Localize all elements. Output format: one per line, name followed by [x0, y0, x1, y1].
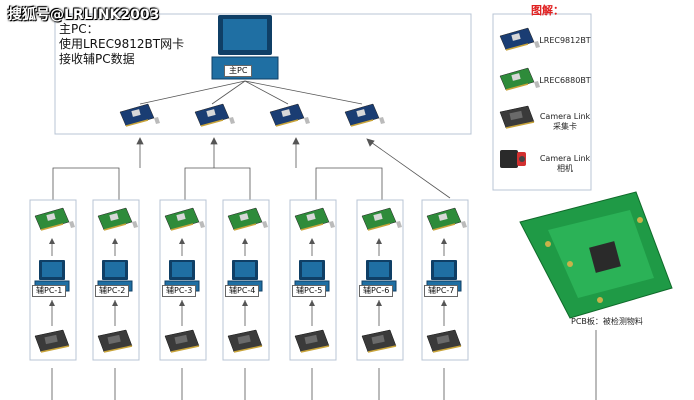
aux-network-card-6	[361, 207, 402, 231]
bracket-lines	[52, 167, 383, 200]
legend-title: 图解：	[531, 4, 564, 17]
legend-label-line: 相机	[557, 164, 573, 173]
aux-capture-card-7	[426, 329, 462, 353]
main-pc-box	[54, 13, 472, 135]
aux-up-arrow	[242, 300, 248, 306]
up-arrows	[136, 137, 451, 199]
legend-label-line: LREC9812BT	[539, 36, 591, 45]
main-network-card-4	[344, 103, 385, 127]
legend-capture-card-icon	[499, 105, 535, 129]
aux-pc-box-5	[289, 199, 337, 361]
aux-capture-card-3	[164, 329, 200, 353]
main-to-card-lines	[139, 80, 363, 105]
legend-label-lrec6880bt: LREC6880BT	[530, 76, 600, 86]
pcb-board-icon	[519, 191, 673, 319]
main-pc-line-3: 接收辅PC数据	[59, 52, 135, 66]
main-pc-description: 主PC： 使用LREC9812BT网卡 接收辅PC数据	[59, 22, 184, 67]
aux-up-arrow	[376, 238, 382, 244]
aux-capture-card-2	[97, 329, 133, 353]
aux-pc-label-6: 辅PC-6	[359, 285, 394, 297]
aux-up-arrow	[49, 238, 55, 244]
aux-pc-label-1: 辅PC-1	[32, 285, 67, 297]
legend-label-line: 采集卡	[553, 122, 577, 131]
watermark-text: 搜狐号@LRLINK2003	[8, 7, 160, 23]
legend-label-line: Camera Link	[539, 112, 591, 121]
main-network-card-1	[119, 103, 160, 127]
aux-pc-box-2	[92, 199, 140, 361]
aux-up-arrow	[112, 238, 118, 244]
aux-pc-label-2: 辅PC-2	[95, 285, 130, 297]
aux-network-card-5	[294, 207, 335, 231]
aux-pc-label-3: 辅PC-3	[162, 285, 197, 297]
pcb-label: PCB板：被检测物料	[571, 317, 643, 326]
aux-up-arrow	[179, 300, 185, 306]
legend-camera-icon	[500, 150, 526, 168]
aux-pc-label-5: 辅PC-5	[292, 285, 327, 297]
aux-up-arrow	[441, 300, 447, 306]
aux-capture-card-1	[34, 329, 70, 353]
aux-pc-box-1	[29, 199, 77, 361]
aux-capture-card-4	[227, 329, 263, 353]
main-pc-line-2: 使用LREC9812BT网卡	[59, 37, 185, 51]
legend-label-line: LREC6880BT	[539, 76, 591, 85]
aux-network-card-4	[227, 207, 268, 231]
main-network-card-2	[194, 103, 235, 127]
legend-label-capture-card: Camera Link 采集卡	[530, 112, 600, 132]
main-pc-line-1: 主PC：	[59, 22, 99, 36]
aux-up-arrow	[309, 300, 315, 306]
aux-up-arrow	[49, 300, 55, 306]
aux-up-arrow	[112, 300, 118, 306]
aux-capture-card-5	[294, 329, 330, 353]
legend-label-camera: Camera Link 相机	[530, 154, 600, 174]
aux-network-card-7	[426, 207, 467, 231]
aux-up-arrow	[376, 300, 382, 306]
aux-pc-box-6	[356, 199, 404, 361]
aux-pc-label-4: 辅PC-4	[225, 285, 260, 297]
legend-lrec6880bt-icon	[499, 67, 540, 91]
aux-pc-box-7	[421, 199, 469, 361]
legend-lrec9812bt-icon	[499, 27, 540, 51]
aux-pc-label-7: 辅PC-7	[424, 285, 459, 297]
legend-label-lrec9812bt: LREC9812BT	[530, 36, 600, 46]
aux-network-card-1	[34, 207, 75, 231]
aux-up-arrow	[441, 238, 447, 244]
aux-pc-box-3	[159, 199, 207, 361]
aux-up-arrow	[242, 238, 248, 244]
aux-up-arrow	[309, 238, 315, 244]
aux-network-card-3	[164, 207, 205, 231]
main-network-card-3	[269, 103, 310, 127]
aux-capture-card-6	[361, 329, 397, 353]
legend-label-line: Camera Link	[539, 154, 591, 163]
aux-network-card-2	[97, 207, 138, 231]
legend-box	[492, 13, 592, 191]
main-pc-label: 主PC	[224, 65, 253, 77]
aux-pc-box-4	[222, 199, 270, 361]
aux-up-arrow	[179, 238, 185, 244]
